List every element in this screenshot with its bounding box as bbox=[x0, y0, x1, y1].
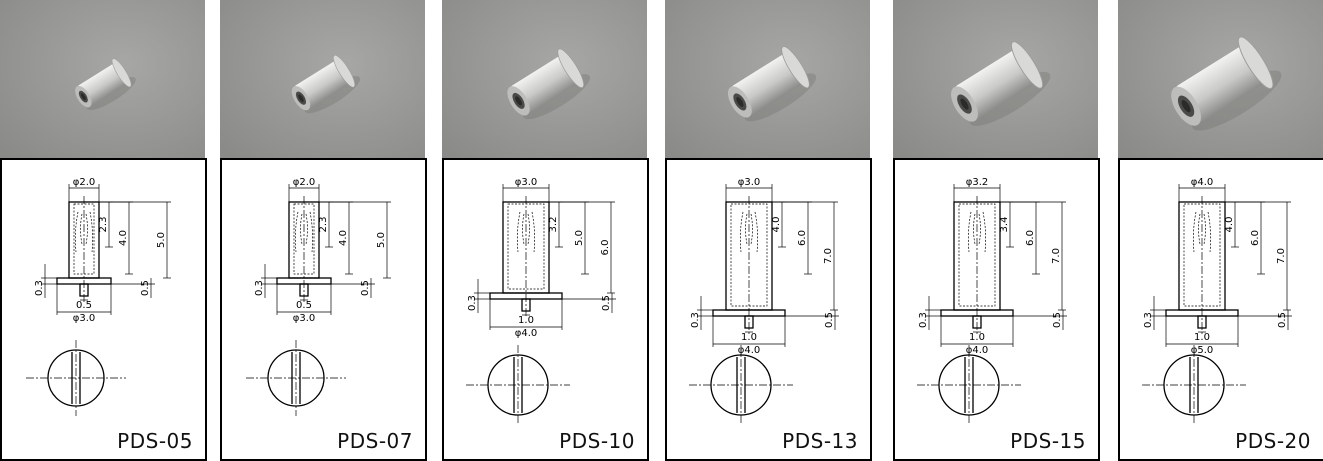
dimension-label: 2.3 bbox=[318, 217, 329, 233]
model-number-label: PDS-13 bbox=[782, 429, 858, 453]
dimension-label: 0.5 bbox=[296, 300, 312, 311]
dimension-label: 6.0 bbox=[1025, 230, 1036, 246]
dimension-label: 0.5 bbox=[140, 280, 151, 296]
product-photo bbox=[0, 0, 205, 160]
dimension-label: 6.0 bbox=[600, 240, 611, 256]
dimension-label: 6.0 bbox=[1250, 230, 1261, 246]
dimension-label: 7.0 bbox=[1051, 248, 1062, 264]
dimension-label: 0.3 bbox=[34, 280, 45, 296]
dimension-label: φ5.0 bbox=[1191, 345, 1214, 356]
dimension-label: 0.5 bbox=[360, 280, 371, 296]
dimension-label: 0.3 bbox=[467, 295, 478, 311]
dimension-label: φ2.0 bbox=[73, 177, 96, 188]
dimension-label: φ4.0 bbox=[515, 328, 538, 339]
dimension-label: 0.5 bbox=[824, 312, 835, 328]
rivet-nut-part bbox=[727, 46, 817, 122]
dimension-label: 0.5 bbox=[601, 295, 612, 311]
dimension-label: 2.3 bbox=[98, 217, 109, 233]
dimension-label: 4.0 bbox=[1224, 217, 1235, 233]
dimension-label: 1.0 bbox=[518, 315, 534, 326]
dimension-label: φ4.0 bbox=[738, 345, 761, 356]
product-photo bbox=[665, 0, 870, 160]
dimension-label: φ4.0 bbox=[1191, 177, 1214, 188]
dimension-label: 0.3 bbox=[1143, 312, 1154, 328]
dimension-label: 5.0 bbox=[574, 230, 585, 246]
dimension-label: 1.0 bbox=[1194, 332, 1210, 343]
product-photo bbox=[442, 0, 647, 160]
dimension-label: 0.3 bbox=[690, 312, 701, 328]
product-photo bbox=[1118, 0, 1323, 160]
dimension-label: φ4.0 bbox=[966, 345, 989, 356]
rivet-nut-part bbox=[507, 48, 591, 120]
dimension-label: 0.3 bbox=[918, 312, 929, 328]
dimension-label: φ3.0 bbox=[738, 177, 761, 188]
dimension-label: φ3.0 bbox=[515, 177, 538, 188]
dimension-label: 6.0 bbox=[797, 230, 808, 246]
rivet-nut-part bbox=[1171, 36, 1282, 131]
dimension-label: 1.0 bbox=[741, 332, 757, 343]
dimension-label: 3.4 bbox=[999, 217, 1010, 233]
model-number-label: PDS-15 bbox=[1010, 429, 1086, 453]
rivet-nut-part bbox=[291, 54, 361, 114]
rivet-nut-part bbox=[75, 58, 136, 111]
product-photo bbox=[220, 0, 425, 160]
model-number-label: PDS-10 bbox=[559, 429, 635, 453]
dimension-label: 4.0 bbox=[118, 230, 129, 246]
dimension-label: 0.3 bbox=[254, 280, 265, 296]
dimension-label: 0.5 bbox=[1052, 312, 1063, 328]
dimension-label: φ2.0 bbox=[293, 177, 316, 188]
dimension-label: 0.5 bbox=[1277, 312, 1288, 328]
rivet-nut-part bbox=[951, 41, 1051, 126]
dimension-label: 7.0 bbox=[823, 248, 834, 264]
dimension-label: φ3.2 bbox=[966, 177, 989, 188]
dimension-label: 1.0 bbox=[969, 332, 985, 343]
dimension-label: 3.2 bbox=[548, 217, 559, 233]
dimension-label: 7.0 bbox=[1276, 248, 1287, 264]
dimension-label: 4.0 bbox=[771, 217, 782, 233]
dimension-label: 5.0 bbox=[156, 232, 167, 248]
dimension-label: 5.0 bbox=[376, 232, 387, 248]
model-number-label: PDS-20 bbox=[1235, 429, 1311, 453]
product-photo bbox=[893, 0, 1098, 160]
dimension-label: 4.0 bbox=[338, 230, 349, 246]
model-number-label: PDS-05 bbox=[117, 429, 193, 453]
dimension-label: φ3.0 bbox=[293, 313, 316, 324]
dimension-label: φ3.0 bbox=[73, 313, 96, 324]
dimension-label: 0.5 bbox=[76, 300, 92, 311]
model-number-label: PDS-07 bbox=[337, 429, 413, 453]
